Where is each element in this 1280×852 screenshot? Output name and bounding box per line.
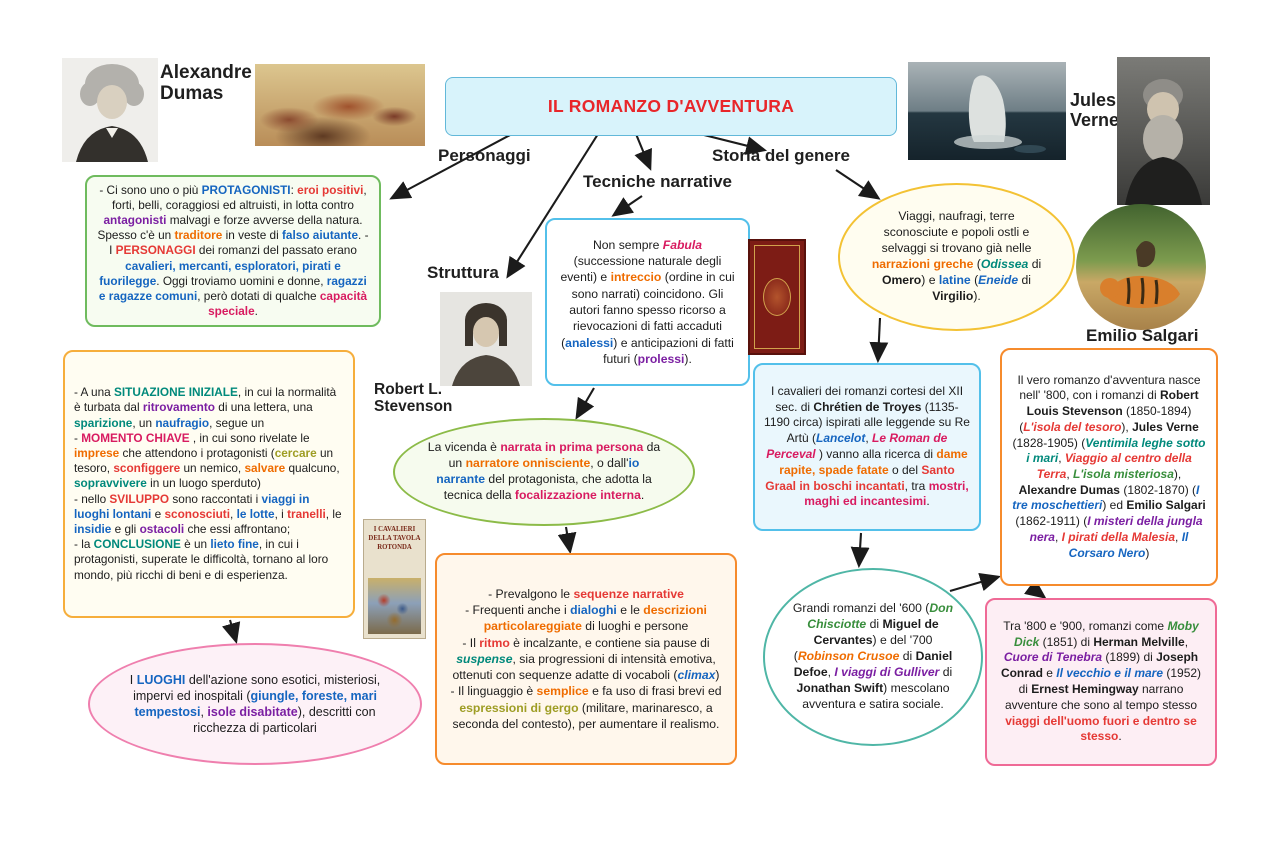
whale-shape	[968, 75, 1006, 142]
branch-label-struttura: Struttura	[427, 263, 499, 282]
book-frame-ornament	[754, 245, 800, 349]
moby-dick-whale-image	[908, 62, 1066, 160]
struttura-text: - A una SITUAZIONE INIZIALE, in cui la n…	[74, 385, 342, 582]
grandi-romanzi-ellipse: Grandi romanzi del '600 (Don Chisciotte …	[763, 568, 983, 746]
arrow-tecniche-label-to-box	[611, 195, 643, 217]
arrow-title-to-tecniche	[634, 133, 652, 171]
storia-text: Viaggi, naufragi, terre sconosciute e po…	[871, 209, 1042, 303]
tavola-rotonda-cover-art	[368, 578, 421, 634]
book-medallion-ornament	[763, 278, 791, 316]
map-title-box: IL ROMANZO D'AVVENTURA	[445, 77, 897, 136]
author-label-jules-verne: Jules Verne	[1070, 90, 1120, 131]
cavalieri-text: I cavalieri dei romanzi cortesi del XII …	[764, 383, 970, 509]
narratore-text: La vicenda è narrata in prima persona da…	[427, 440, 661, 502]
arrow-storia-label-to-ellipse	[835, 169, 881, 200]
whale-art	[908, 62, 1066, 160]
otto-novecento-box: Tra '800 e '900, romanzi come Moby Dick …	[985, 598, 1217, 766]
sequenze-text: - Prevalgono le sequenze narrative - Fre…	[450, 587, 722, 731]
branch-label-storia-del-genere: Storia del genere	[712, 146, 850, 165]
branch-label-tecniche-narrative: Tecniche narrative	[583, 172, 732, 191]
battle-painting-image	[255, 64, 425, 146]
grandi-romanzi-text: Grandi romanzi del '600 (Don Chisciotte …	[792, 601, 954, 711]
struttura-box: - A una SITUAZIONE INIZIALE, in cui la n…	[63, 350, 355, 618]
cavalieri-cortesi-box: I cavalieri dei romanzi cortesi del XII …	[753, 363, 981, 531]
otto-novecento-text: Tra '800 e '900, romanzi come Moby Dick …	[1000, 618, 1202, 744]
branch-label-personaggi: Personaggi	[438, 146, 531, 165]
personaggi-text: - Ci sono uno o più PROTAGONISTI: eroi p…	[97, 183, 369, 318]
sequenze-narrative-box: - Prevalgono le sequenze narrative - Fre…	[435, 553, 737, 765]
storia-del-genere-ellipse: Viaggi, naufragi, terre sconosciute e po…	[838, 183, 1075, 331]
verne-portrait-art	[1117, 57, 1210, 205]
arrow-struttura-to-luoghi	[222, 619, 241, 645]
arrow-grandi-to-vero-romanzo	[949, 572, 1002, 593]
stevenson-portrait-art	[440, 292, 532, 386]
jules-verne-portrait	[1117, 57, 1210, 205]
arrow-tecniche-to-narratore	[575, 387, 595, 420]
arrow-narratore-to-sequenze	[557, 526, 577, 555]
dumas-portrait	[62, 58, 158, 162]
author-label-alexandre-dumas: Alexandre Dumas	[160, 62, 252, 105]
arrow-cavalieri-to-grandi	[850, 532, 870, 569]
arrow-vero-to-novecento	[1024, 578, 1047, 599]
tavola-rotonda-book-cover: I CAVALIERI DELLA TAVOLA ROTONDA	[363, 519, 426, 639]
tecniche-text: Non sempre Fabula (successione naturale …	[560, 237, 735, 367]
vero-romanzo-text: Il vero romanzo d'avventura nasce nell' …	[1012, 372, 1206, 560]
luoghi-text: I LUOGHI dell'azione sono esotici, miste…	[129, 672, 381, 736]
tavola-rotonda-book-title: I CAVALIERI DELLA TAVOLA ROTONDA	[368, 526, 421, 551]
stevenson-portrait	[440, 292, 532, 386]
salgari-tiger-image	[1076, 204, 1206, 330]
narratore-ellipse: La vicenda è narrata in prima persona da…	[393, 418, 695, 526]
rider-shape	[1136, 241, 1156, 268]
map-title: IL ROMANZO D'AVVENTURA	[547, 96, 795, 116]
author-label-emilio-salgari: Emilio Salgari	[1086, 326, 1199, 345]
personaggi-box: - Ci sono uno o più PROTAGONISTI: eroi p…	[85, 175, 381, 327]
author-label-robert-stevenson: Robert L. Stevenson	[374, 381, 453, 416]
tecniche-narrative-box: Non sempre Fabula (successione naturale …	[545, 218, 750, 386]
luoghi-ellipse: I LUOGHI dell'azione sono esotici, miste…	[88, 643, 422, 765]
vero-romanzo-box: Il vero romanzo d'avventura nasce nell' …	[1000, 348, 1218, 586]
arrow-storia-to-cavalieri	[869, 317, 889, 364]
dumas-portrait-art	[62, 58, 158, 162]
tiger-art	[1076, 204, 1206, 330]
red-book-cover	[748, 239, 806, 355]
